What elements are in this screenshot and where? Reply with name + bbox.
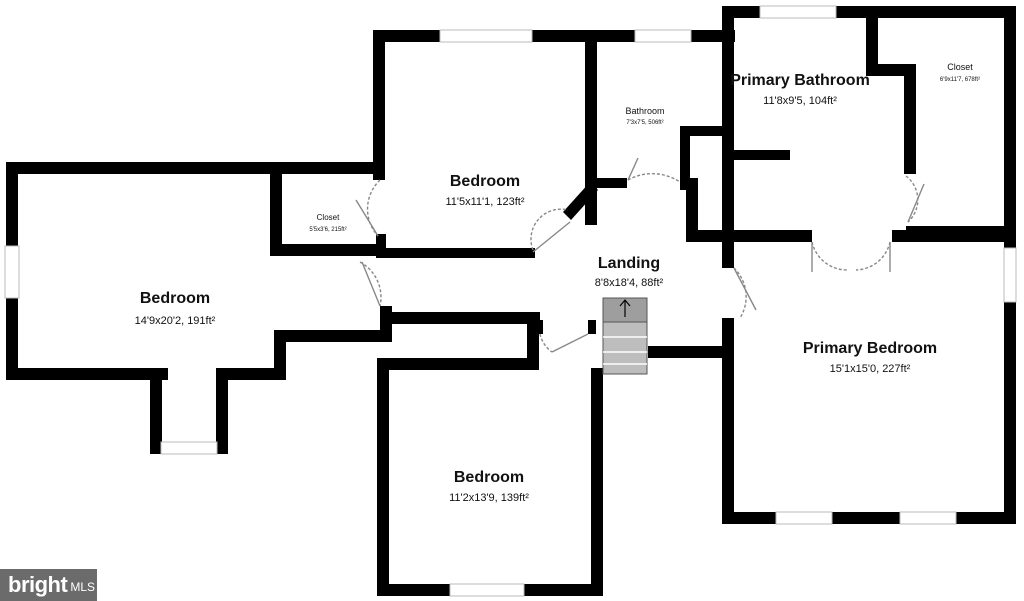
door-swing <box>811 241 849 271</box>
window <box>439 29 533 43</box>
room-labels: Bedroom 14'9x20'2, 191ft² Closet 5'5x3'6… <box>135 62 980 504</box>
door-leaf <box>355 199 379 237</box>
door-swing <box>359 261 382 307</box>
room-dims-closet-right: 6'9x11'7, 678ft² <box>940 77 980 83</box>
room-name-closet-right: Closet <box>947 62 973 72</box>
wall <box>563 182 598 220</box>
room-name-bedroom-left: Bedroom <box>140 290 210 307</box>
wall <box>866 64 916 76</box>
wall <box>866 6 878 76</box>
wall <box>216 368 228 454</box>
room-name-bedroom-bottom: Bedroom <box>454 469 524 486</box>
wall <box>680 126 728 136</box>
door-swing <box>905 175 919 223</box>
door-swing <box>366 179 381 237</box>
wall <box>591 368 603 596</box>
window <box>759 5 837 19</box>
door-swing <box>627 173 681 183</box>
door-leaf <box>532 221 571 253</box>
wall <box>377 358 539 370</box>
doors <box>355 157 925 353</box>
room-dims-bedroom-top: 11'5x11'1, 123ft² <box>445 196 524 208</box>
window <box>899 511 957 525</box>
arrow-up-icon-head <box>619 299 631 307</box>
window <box>1003 247 1017 303</box>
window <box>775 511 833 525</box>
wall <box>270 244 380 256</box>
wall <box>648 346 728 358</box>
window <box>449 583 525 597</box>
wall <box>377 358 389 596</box>
room-dims-primary-bedroom: 15'1x15'0, 227ft² <box>830 363 911 375</box>
door-leaf <box>361 261 381 307</box>
room-name-closet-left: Closet <box>317 213 340 222</box>
wall <box>270 162 282 254</box>
wall <box>1004 238 1016 524</box>
stairs <box>602 297 648 375</box>
wall <box>722 512 1016 524</box>
room-name-primary-bathroom: Primary Bathroom <box>730 72 870 89</box>
door-leaf <box>907 183 925 223</box>
wall <box>722 318 734 524</box>
door-swing <box>539 333 553 353</box>
wall <box>1004 6 1016 242</box>
wall <box>6 162 376 174</box>
room-dims-closet-left: 5'5x3'6, 215ft² <box>309 227 346 233</box>
wall <box>385 312 540 324</box>
wall <box>373 30 385 180</box>
logo-suffix: MLS <box>70 580 96 594</box>
window <box>160 441 218 455</box>
wall <box>380 248 535 258</box>
room-name-primary-bedroom: Primary Bedroom <box>803 340 937 357</box>
wall <box>597 178 627 188</box>
wall <box>722 6 734 238</box>
room-name-landing: Landing <box>598 255 660 272</box>
wall <box>686 178 698 238</box>
wall <box>680 126 690 190</box>
window <box>4 245 20 299</box>
door-leaf <box>627 157 639 181</box>
windows <box>4 5 1017 597</box>
door-leaf <box>733 267 757 311</box>
wall <box>734 150 790 160</box>
room-name-bathroom: Bathroom <box>625 106 664 116</box>
wall <box>686 230 812 242</box>
room-dims-bedroom-left: 14'9x20'2, 191ft² <box>135 315 216 327</box>
room-dims-bathroom: 7'3x7'5, 506ft² <box>626 120 663 126</box>
wall <box>376 234 386 258</box>
wall <box>722 238 734 268</box>
wall <box>274 330 286 380</box>
wall <box>274 330 390 342</box>
room-dims-bedroom-bottom: 11'2x13'9, 139ft² <box>449 492 529 504</box>
wall <box>6 368 168 380</box>
room-name-bedroom-top: Bedroom <box>450 173 520 190</box>
wall <box>216 368 286 380</box>
window <box>634 29 692 43</box>
wall <box>150 368 162 453</box>
logo-brand: bright <box>8 572 68 597</box>
wall <box>588 320 596 334</box>
bright-mls-logo: bright MLS <box>0 569 97 601</box>
door-leaf <box>551 333 589 353</box>
door-swing <box>530 208 569 251</box>
wall <box>585 30 597 225</box>
wall <box>904 64 916 174</box>
wall <box>892 230 1016 242</box>
wall <box>535 320 543 334</box>
door-swing <box>733 267 747 319</box>
room-dims-landing: 8'8x18'4, 88ft² <box>595 277 664 289</box>
room-dims-primary-bathroom: 11'8x9'5, 104ft² <box>763 95 837 107</box>
door-swing <box>855 241 891 271</box>
